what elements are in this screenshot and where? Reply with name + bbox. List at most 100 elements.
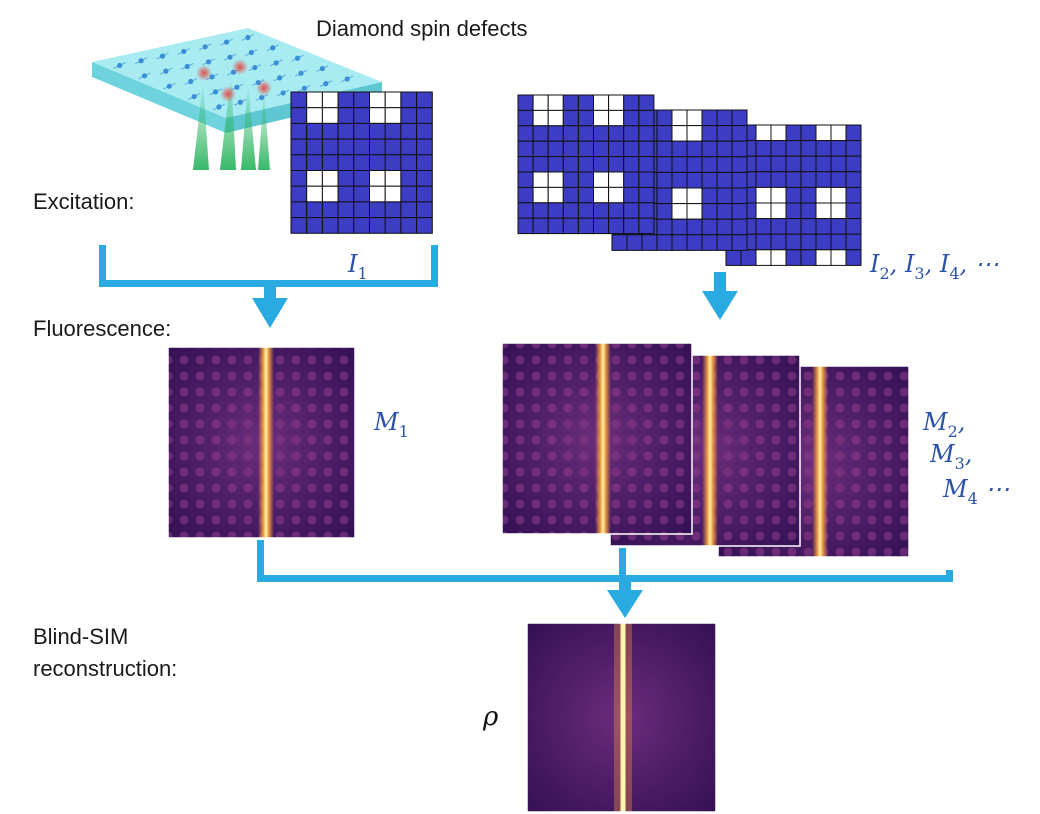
pattern-cell bbox=[353, 154, 370, 172]
m4-label: M4 ⋯ bbox=[942, 475, 1009, 508]
pattern-cell bbox=[562, 156, 579, 173]
pattern-cell bbox=[686, 234, 703, 251]
pattern-cell bbox=[306, 107, 323, 124]
pattern-cell bbox=[686, 140, 703, 158]
pattern-cell bbox=[671, 156, 688, 173]
pattern-cell bbox=[353, 138, 370, 156]
pattern-cell bbox=[384, 217, 402, 234]
pattern-cell bbox=[656, 171, 673, 189]
pattern-cell bbox=[608, 94, 625, 111]
pattern-cell bbox=[384, 91, 402, 109]
pattern-cell bbox=[353, 170, 370, 187]
pattern-cell bbox=[321, 201, 339, 219]
pattern-cell bbox=[369, 201, 386, 219]
pattern-cell bbox=[593, 217, 610, 235]
pattern-cell bbox=[532, 217, 549, 235]
pattern-cell bbox=[562, 109, 579, 127]
reconstruction-image-rho bbox=[526, 622, 717, 813]
pattern-cell bbox=[577, 94, 595, 111]
pattern-cell bbox=[770, 218, 787, 235]
m1-label: M1 bbox=[373, 408, 409, 441]
pattern-cell bbox=[400, 185, 418, 203]
defect-dot bbox=[159, 53, 166, 59]
defect-dot bbox=[202, 44, 208, 50]
pattern-cell bbox=[517, 171, 534, 188]
pattern-cell bbox=[800, 171, 817, 188]
pattern-cell bbox=[353, 217, 370, 234]
pattern-cell bbox=[638, 217, 655, 235]
defect-dot bbox=[294, 55, 301, 61]
pattern-cell bbox=[384, 170, 402, 187]
pattern-cell bbox=[656, 156, 673, 173]
pattern-cell bbox=[400, 170, 418, 187]
pattern-cell bbox=[400, 107, 418, 124]
pattern-cell bbox=[593, 94, 610, 111]
pattern-cell bbox=[517, 156, 534, 173]
pattern-cell bbox=[608, 109, 625, 127]
pattern-cell bbox=[770, 155, 787, 173]
pattern-cell bbox=[290, 138, 308, 156]
pattern-cell bbox=[830, 171, 847, 188]
pattern-cell bbox=[845, 249, 862, 266]
pattern-cell bbox=[815, 155, 832, 173]
pattern-cell bbox=[731, 218, 748, 236]
pattern-cell bbox=[384, 122, 402, 140]
defect-dot bbox=[298, 70, 304, 76]
pattern-cell bbox=[671, 187, 688, 205]
pattern-cell bbox=[577, 109, 595, 127]
excitation-arrow-right bbox=[702, 272, 738, 320]
pattern-cell bbox=[671, 203, 688, 220]
pattern-cell bbox=[517, 202, 534, 219]
pattern-cell bbox=[701, 125, 718, 142]
pattern-cell bbox=[290, 107, 308, 124]
pattern-cell bbox=[638, 186, 655, 204]
pattern-cell bbox=[593, 109, 610, 127]
pattern-cell bbox=[626, 234, 643, 251]
pattern-cell bbox=[701, 171, 718, 189]
pattern-cell bbox=[517, 186, 534, 204]
pattern-cell bbox=[815, 140, 832, 157]
pattern-cell bbox=[731, 171, 748, 189]
title-label: Diamond spin defects bbox=[316, 16, 528, 41]
pattern-cell bbox=[608, 202, 625, 219]
pattern-cell bbox=[321, 185, 339, 203]
pattern-cell bbox=[623, 94, 640, 111]
excited-defects bbox=[196, 59, 272, 102]
pattern-cell bbox=[755, 249, 772, 266]
pattern-cell bbox=[517, 140, 534, 158]
pattern-cell bbox=[353, 122, 370, 140]
pattern-cell bbox=[562, 140, 579, 158]
pattern-cell bbox=[800, 186, 817, 204]
pattern-cell bbox=[562, 171, 579, 188]
pattern-cell bbox=[785, 140, 802, 157]
pattern-cell bbox=[755, 171, 772, 188]
pattern-cell bbox=[608, 140, 625, 158]
pattern-cell bbox=[686, 156, 703, 173]
pattern-cell bbox=[593, 186, 610, 204]
emission-line bbox=[812, 366, 828, 557]
pattern-cell bbox=[290, 217, 308, 234]
i1-label: I1 bbox=[347, 250, 368, 283]
pattern-cell bbox=[337, 154, 355, 172]
defect-dot bbox=[141, 73, 148, 79]
pattern-cell bbox=[337, 122, 355, 140]
pattern-cell bbox=[785, 202, 802, 220]
pattern-cell bbox=[785, 218, 802, 235]
pattern-cell bbox=[770, 233, 787, 251]
pattern-cell bbox=[577, 125, 595, 142]
pattern-cell bbox=[770, 249, 787, 266]
excitation-bracket bbox=[99, 245, 438, 328]
pattern-cell bbox=[384, 154, 402, 172]
pattern-cell bbox=[815, 218, 832, 235]
pattern-cell bbox=[577, 140, 595, 158]
pattern-cell bbox=[416, 138, 433, 156]
pattern-cell bbox=[830, 155, 847, 173]
pattern-cell bbox=[416, 185, 433, 203]
pattern-cell bbox=[656, 109, 673, 127]
defect-dot bbox=[138, 58, 144, 64]
pattern-cell bbox=[577, 186, 595, 204]
pattern-cell bbox=[623, 202, 640, 219]
pattern-cell bbox=[532, 94, 549, 111]
defect-lattice bbox=[113, 34, 354, 111]
pattern-cell bbox=[830, 124, 847, 142]
